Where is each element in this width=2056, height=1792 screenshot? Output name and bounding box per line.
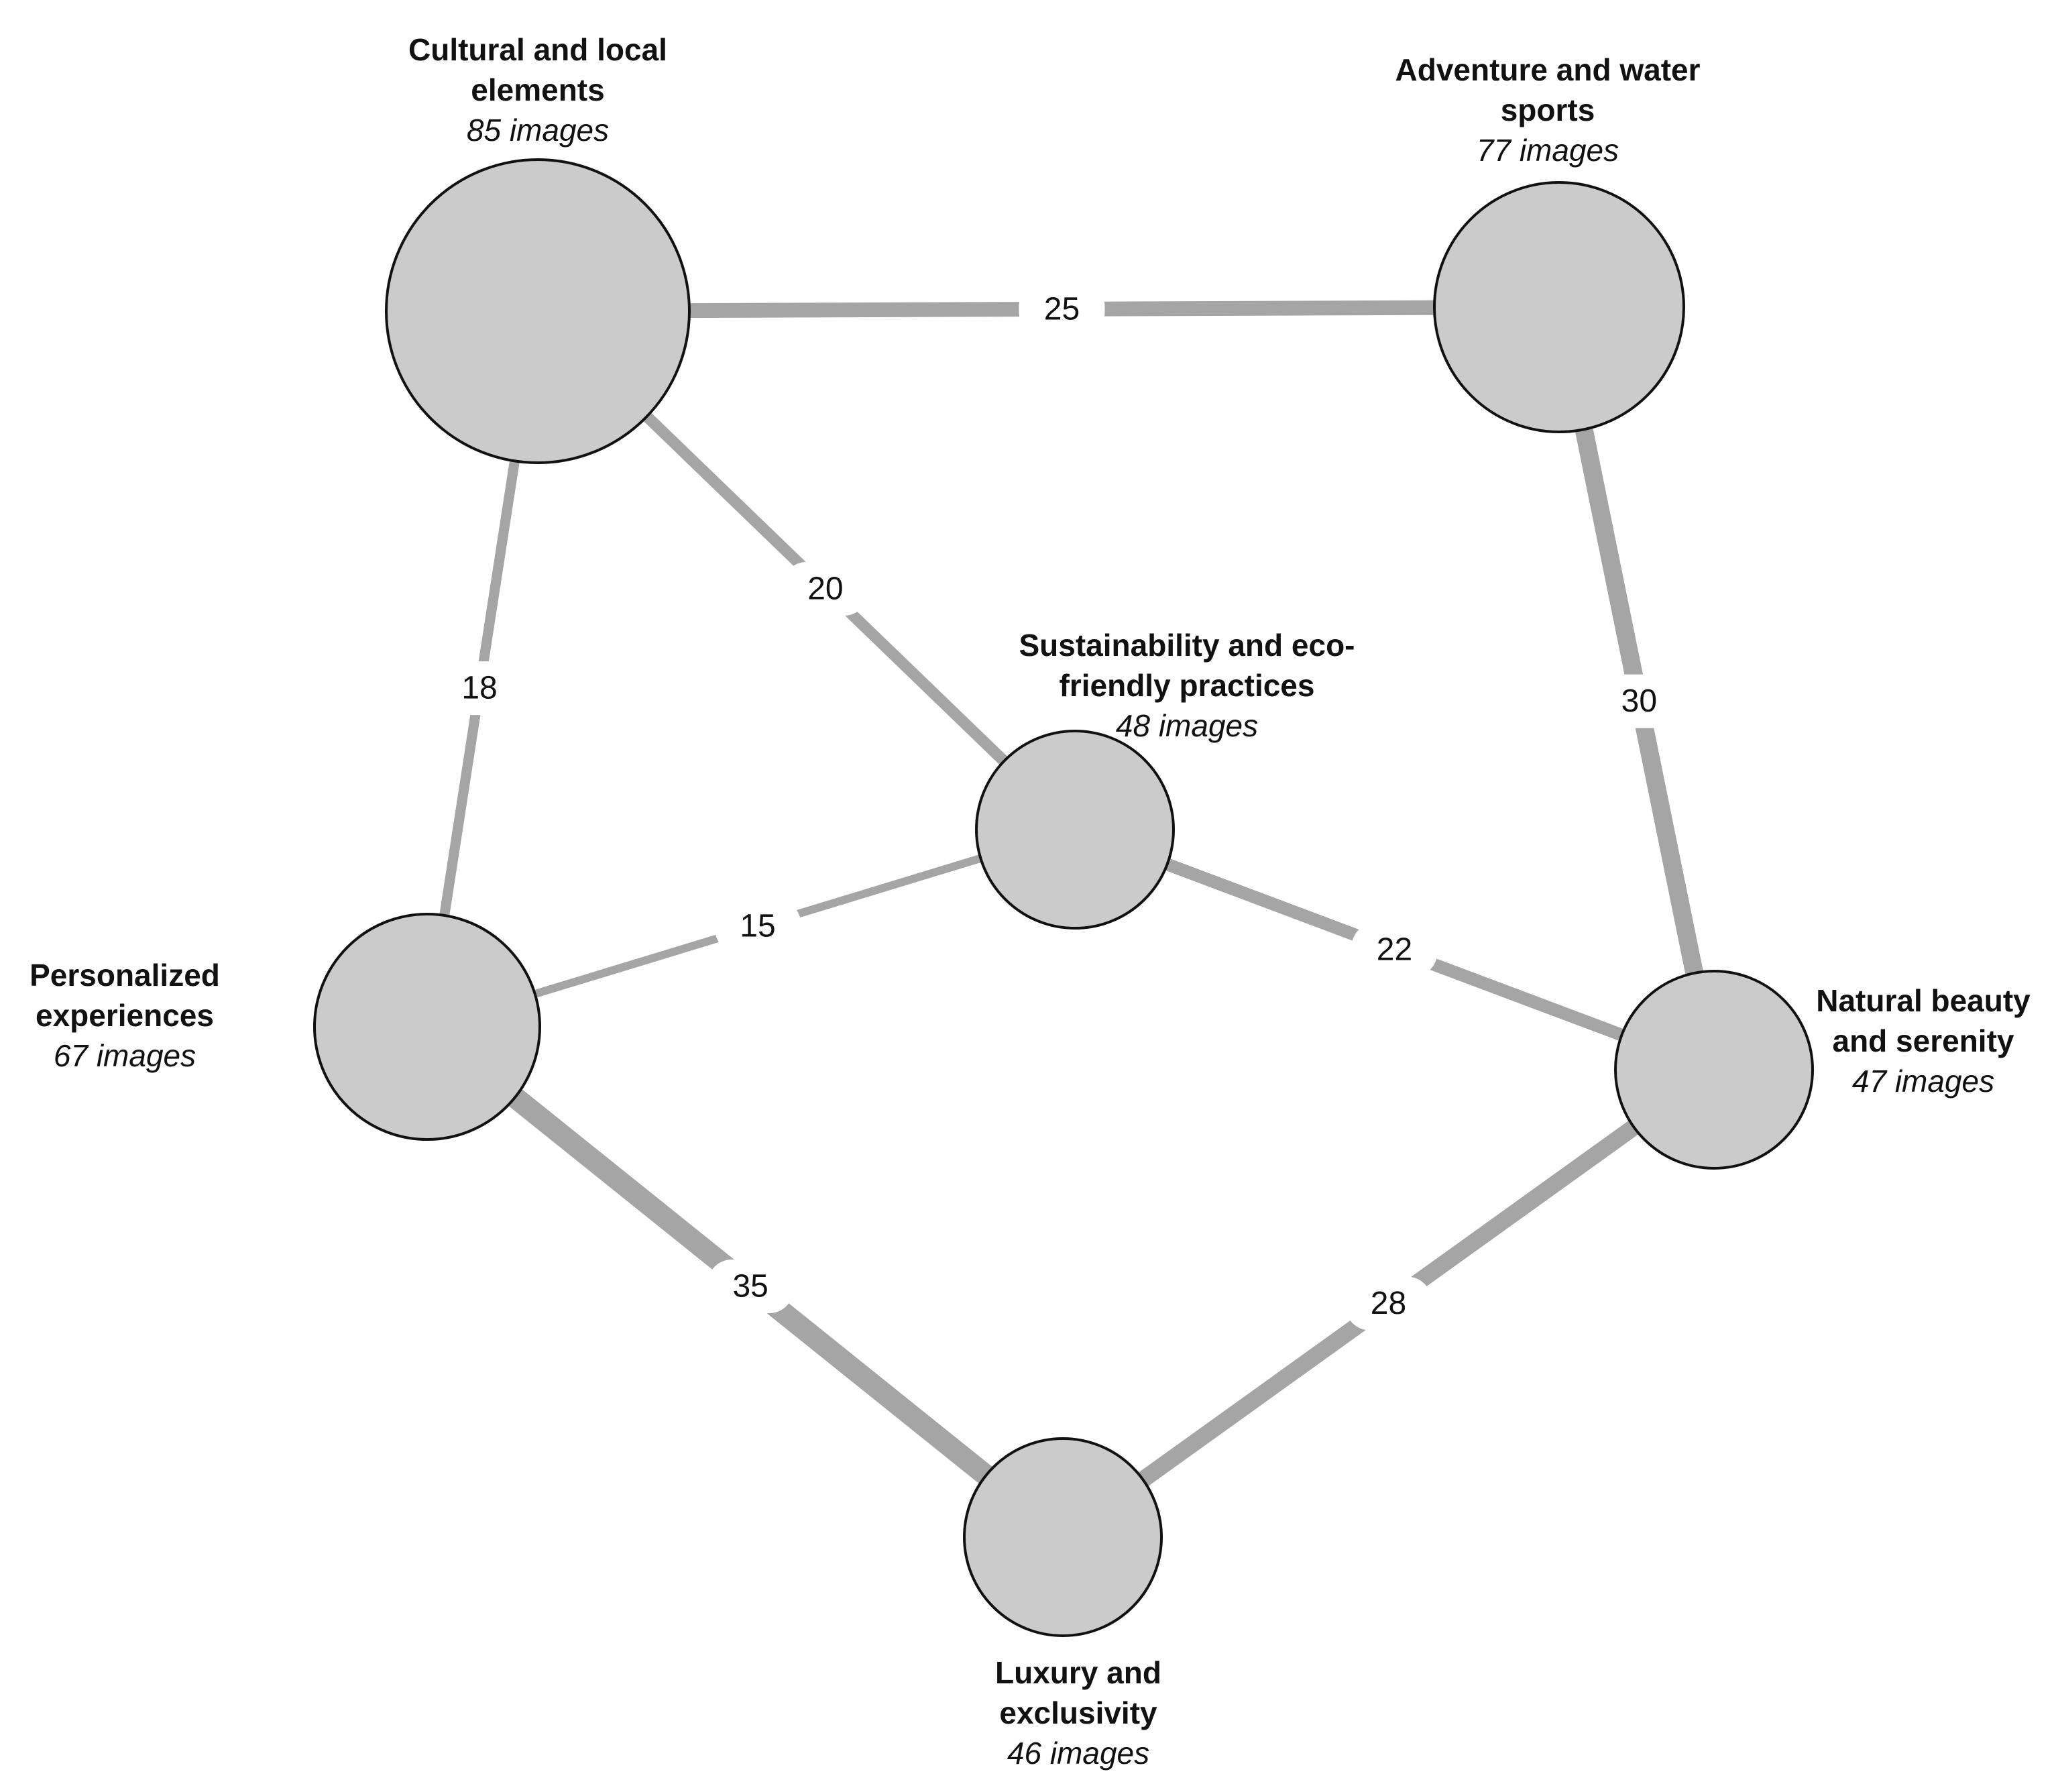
node-name-line: Cultural and local bbox=[408, 32, 667, 67]
node-label-natural: Natural beauty and serenity 47 images bbox=[1816, 983, 2031, 1099]
edge-weight-label: 35 bbox=[732, 1269, 768, 1304]
node-label-adventure: Adventure and water sports 77 images bbox=[1395, 52, 1701, 168]
node-name-line: friendly practices bbox=[1060, 668, 1315, 703]
edge-weight-label: 15 bbox=[740, 908, 775, 944]
node-luxury bbox=[963, 1437, 1163, 1637]
edge-label-background bbox=[715, 899, 801, 953]
node-image-count: 46 images bbox=[1007, 1736, 1149, 1771]
labels-layer: Cultural and local elements 85 images Adven… bbox=[30, 32, 2031, 1771]
edge-label-background bbox=[437, 661, 523, 716]
node-label-personalized: Personalized experiences 67 images bbox=[30, 958, 220, 1073]
edges-layer: 25 20 18 30 15 22 35 28 bbox=[416, 282, 1723, 1548]
edge-weight-label: 28 bbox=[1371, 1286, 1406, 1321]
edge-adventure-natural: 30 bbox=[1550, 298, 1723, 1079]
node-name-line: experiences bbox=[36, 998, 214, 1033]
node-name-line: and serenity bbox=[1833, 1023, 2014, 1058]
node-name-line: sports bbox=[1501, 93, 1595, 127]
node-cultural bbox=[385, 158, 691, 464]
edge-label-background bbox=[782, 561, 868, 616]
node-image-count: 85 images bbox=[467, 113, 609, 148]
edge-cultural-adventure: 25 bbox=[530, 282, 1566, 336]
node-sustainability bbox=[975, 730, 1175, 930]
node-name-line: Natural beauty bbox=[1816, 983, 2031, 1018]
node-adventure bbox=[1433, 181, 1685, 433]
node-natural bbox=[1614, 970, 1814, 1170]
edge-weight-label: 30 bbox=[1621, 683, 1657, 719]
node-name-line: Luxury and bbox=[995, 1655, 1161, 1690]
node-image-count: 48 images bbox=[1116, 708, 1258, 743]
edge-label-background bbox=[1351, 923, 1438, 976]
node-label-luxury: Luxury and exclusivity 46 images bbox=[995, 1655, 1161, 1771]
node-image-count: 47 images bbox=[1852, 1064, 1994, 1099]
nodes-layer bbox=[313, 158, 1814, 1637]
node-name-line: Personalized bbox=[30, 958, 220, 993]
edge-weight-label: 25 bbox=[1044, 291, 1080, 327]
edge-sustainability-natural: 22 bbox=[1068, 823, 1721, 1076]
node-image-count: 77 images bbox=[1477, 133, 1619, 168]
edge-label-background bbox=[707, 1259, 794, 1314]
node-name-line: elements bbox=[471, 72, 604, 107]
edge-weight-label: 18 bbox=[461, 671, 497, 706]
edge-natural-luxury: 28 bbox=[1054, 1061, 1723, 1546]
edge-weight-label: 22 bbox=[1377, 932, 1412, 968]
node-name-line: exclusivity bbox=[999, 1695, 1157, 1730]
node-name-line: Adventure and water bbox=[1395, 52, 1701, 87]
edge-personalized-luxury: 35 bbox=[416, 1016, 1074, 1548]
node-label-sustainability: Sustainability and eco-friendly practice… bbox=[1019, 628, 1355, 743]
edge-label-background bbox=[1596, 674, 1682, 728]
node-image-count: 67 images bbox=[54, 1038, 196, 1073]
edge-label-background bbox=[1345, 1276, 1432, 1331]
node-personalized bbox=[313, 913, 541, 1141]
edge-weight-label: 20 bbox=[807, 571, 843, 606]
node-name-line: Sustainability and eco- bbox=[1019, 628, 1355, 663]
edge-label-background bbox=[1019, 282, 1105, 336]
node-label-cultural: Cultural and local elements 85 images bbox=[408, 32, 667, 148]
